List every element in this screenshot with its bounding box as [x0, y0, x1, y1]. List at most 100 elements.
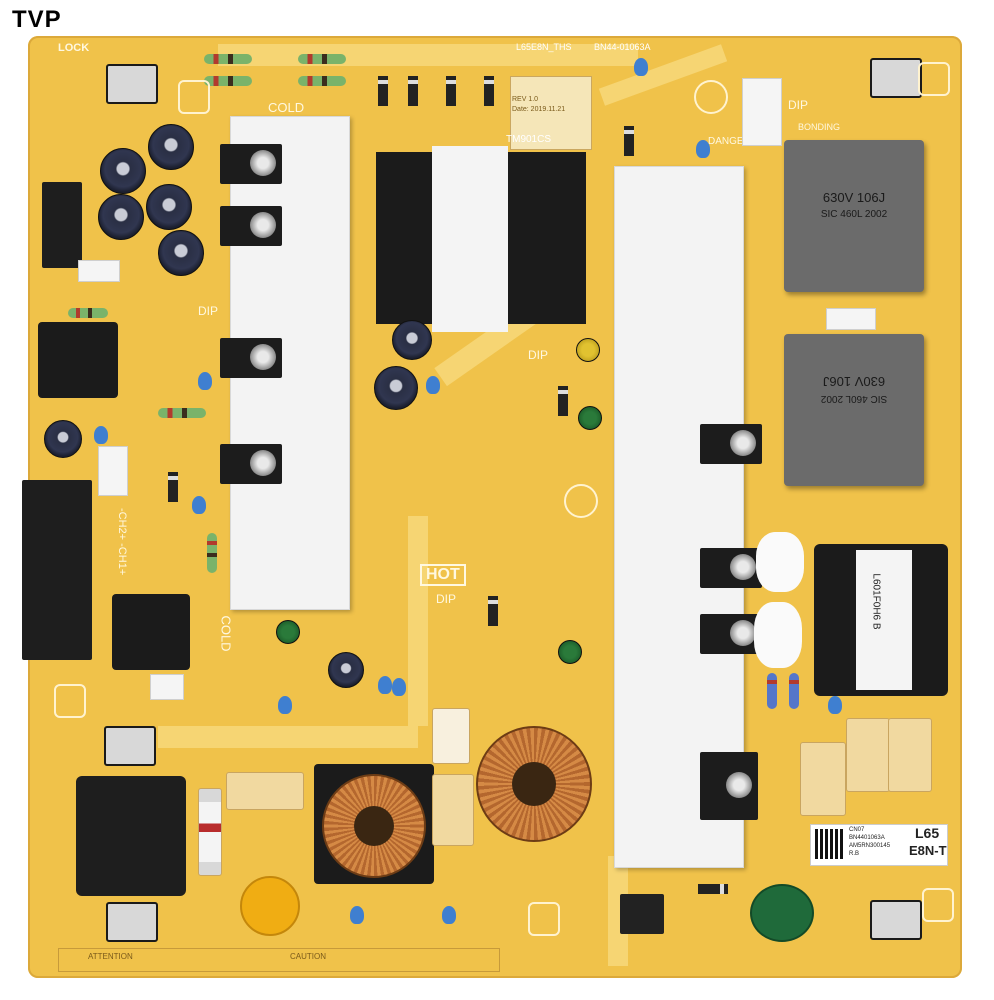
screw-icon [726, 772, 752, 798]
board-sticker: CN07 BN4401063A AM5RN300145 R.B L65 E8N-… [810, 824, 948, 866]
resistor [789, 673, 799, 709]
ceramic-capacitor [198, 372, 212, 390]
small-capacitor [576, 338, 600, 362]
cold-label-mid: COLD [218, 615, 234, 652]
hand-warning-icon [922, 888, 954, 922]
x-capacitor [846, 718, 890, 792]
varistor [240, 876, 300, 936]
main-connector [22, 480, 92, 660]
film-capacitor: 630V 106J SIC 460L 2002 [784, 140, 924, 292]
ceramic-capacitor [392, 678, 406, 696]
transformer-code: TM901CS [506, 134, 552, 145]
ground-lug [870, 58, 922, 98]
toroid-coil [322, 774, 426, 878]
diode [558, 386, 568, 416]
electrolytic-capacitor [146, 184, 192, 230]
small-capacitor [276, 620, 300, 644]
hand-warning-icon [178, 80, 210, 114]
white-component [742, 78, 782, 146]
transformer-label [856, 550, 912, 690]
rev-line-1: REV 1.0 [512, 96, 539, 103]
small-capacitor [558, 640, 582, 664]
code-label: BN44-01063A [594, 42, 651, 52]
transistor [700, 548, 762, 588]
silicone-glue [756, 532, 804, 592]
ceramic-capacitor [442, 906, 456, 924]
rev-line-2: Date: 2019.11.21 [512, 106, 566, 113]
ground-lug [870, 900, 922, 940]
screw-icon [730, 430, 756, 456]
lock-label: LOCK [58, 42, 90, 54]
ceramic-capacitor [426, 376, 440, 394]
transistor [220, 444, 282, 484]
output-connector [42, 182, 82, 268]
hot-label: HOT [420, 564, 466, 586]
diode [378, 76, 388, 106]
diode [446, 76, 456, 106]
resistor [298, 76, 346, 86]
screw-icon [250, 450, 276, 476]
sticker-variant: E8N-T [909, 843, 947, 858]
resistor [204, 76, 252, 86]
ceramic-capacitor [350, 906, 364, 924]
ac-inlet [76, 776, 186, 896]
white-component [826, 308, 876, 330]
resistor [767, 673, 777, 709]
resistor [158, 408, 206, 418]
electrolytic-capacitor [148, 124, 194, 170]
small-capacitor [578, 406, 602, 430]
no-touch-icon [694, 80, 728, 114]
no-touch-icon [564, 484, 598, 518]
electrolytic-capacitor [374, 366, 418, 410]
dip-label-2: DIP [528, 348, 549, 362]
ceramic-capacitor [634, 58, 648, 76]
cold-label-top: COLD [268, 100, 305, 115]
power-supply-board: LOCK COLD COLD HOT DIP DIP DIP DIP DANGE… [22, 36, 962, 978]
right-heatsink [614, 166, 744, 868]
silk-area [608, 856, 628, 966]
rating-table [510, 76, 592, 150]
electrolytic-capacitor [328, 652, 364, 688]
attention-label: ATTENTION [88, 952, 133, 961]
screw-icon [250, 344, 276, 370]
ceramic-capacitor [94, 426, 108, 444]
x-capacitor [226, 772, 304, 810]
main-transformer [376, 146, 586, 332]
ground-lug [106, 64, 158, 104]
dip-label-1: DIP [198, 304, 219, 318]
screw-icon [250, 212, 276, 238]
danger-label: DANGER [708, 136, 751, 147]
screw-icon [730, 554, 756, 580]
diode [408, 76, 418, 106]
transistor [220, 338, 282, 378]
hand-warning-icon [918, 62, 950, 96]
electrolytic-capacitor [98, 194, 144, 240]
ceramic-capacitor [828, 696, 842, 714]
transistor [220, 206, 282, 246]
sticker-line: CN07 [849, 827, 865, 833]
resistor [207, 533, 217, 573]
diode [624, 126, 634, 156]
resistor [298, 54, 346, 64]
dip-label-3: DIP [436, 592, 457, 606]
cap-maker: SIC 460L 2002 [820, 209, 888, 220]
fuse [198, 788, 222, 876]
resistor [68, 308, 108, 318]
sticker-model: L65 [915, 825, 940, 841]
ground-lug [104, 726, 156, 766]
silk-area [218, 44, 638, 66]
white-component [150, 674, 184, 700]
electrolytic-capacitor [100, 148, 146, 194]
hand-warning-icon [54, 684, 86, 718]
silk-area [158, 726, 418, 748]
thermistor [750, 884, 814, 942]
transistor [700, 424, 762, 464]
bonding-label: BONDING [798, 122, 841, 132]
ceramic-capacitor [696, 140, 710, 158]
ceramic-capacitor [192, 496, 206, 514]
resistor [204, 54, 252, 64]
transistor [700, 614, 762, 654]
hand-warning-icon [528, 902, 560, 936]
electrolytic-capacitor [392, 320, 432, 360]
electrolytic-capacitor [158, 230, 204, 276]
